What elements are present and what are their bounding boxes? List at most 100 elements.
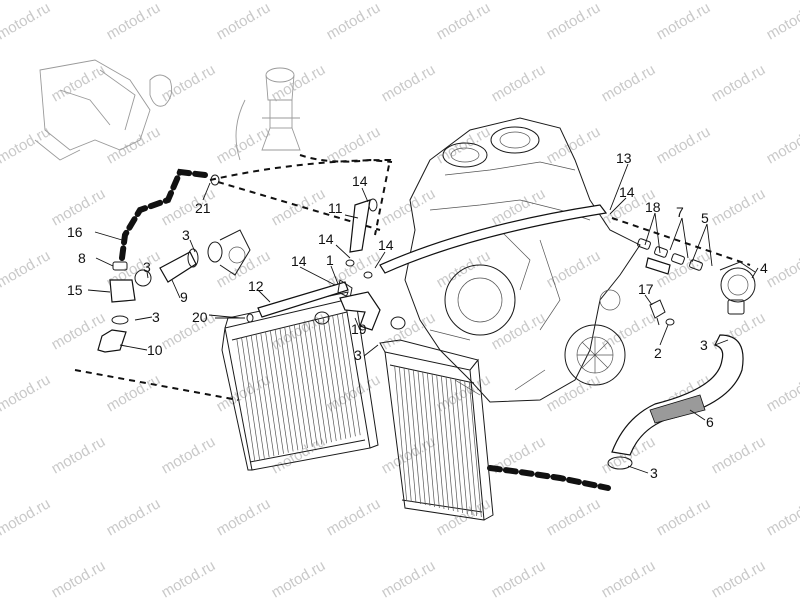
watermark-text: motod.ru xyxy=(434,371,494,415)
watermark-text: motod.ru xyxy=(49,61,109,105)
vent-hose xyxy=(299,154,393,163)
callout-3-small: 3 xyxy=(143,259,151,275)
callout-3-left: 3 xyxy=(152,309,160,325)
watermark-text: motod.ru xyxy=(214,495,274,539)
watermark-text: motod.ru xyxy=(324,371,384,415)
fin-line xyxy=(317,318,337,442)
fin-line xyxy=(279,328,299,451)
watermark-text: motod.ru xyxy=(104,0,164,43)
inlet-hose xyxy=(159,229,251,283)
pipe-oring xyxy=(246,313,254,323)
upper-left-hose xyxy=(119,168,208,261)
callout-10: 10 xyxy=(147,342,163,358)
fin-line xyxy=(332,315,351,438)
watermark-text: motod.ru xyxy=(764,495,800,539)
watermark-text: motod.ru xyxy=(0,247,53,291)
fin-line xyxy=(241,337,260,460)
callout-3-lower: 3 xyxy=(650,465,658,481)
watermark-text: motod.ru xyxy=(104,123,164,167)
watermark-text: motod.ru xyxy=(544,247,604,291)
watermark-text: motod.ru xyxy=(709,433,769,477)
watermark-text: motod.ru xyxy=(764,123,800,167)
watermark-text: motod.ru xyxy=(214,0,274,43)
watermark-text: motod.ru xyxy=(654,0,714,43)
watermark-text: motod.ru xyxy=(764,371,800,415)
left-radiator xyxy=(221,291,379,471)
engine-block xyxy=(404,117,641,403)
thermostat-link xyxy=(611,217,751,266)
bypass-pipe xyxy=(379,204,608,274)
watermark-text: motod.ru xyxy=(709,557,769,600)
watermark-text: motod.ru xyxy=(379,61,439,105)
fin-line xyxy=(284,327,304,450)
callout-14-top: 14 xyxy=(352,173,368,189)
watermark-text: motod.ru xyxy=(599,61,659,105)
vertical-pipe xyxy=(349,199,371,253)
lower-radiator-hose xyxy=(611,334,744,456)
watermark-text: motod.ru xyxy=(654,123,714,167)
callout-2: 2 xyxy=(654,345,662,361)
watermark-text: motod.ru xyxy=(764,247,800,291)
fin-line xyxy=(408,368,422,505)
radiator-return-hose xyxy=(74,369,239,401)
callout-9: 9 xyxy=(180,289,188,305)
fin-line xyxy=(454,378,468,515)
callout-20: 20 xyxy=(192,309,208,325)
fin-line xyxy=(327,316,347,439)
watermark-text: motod.ru xyxy=(49,433,109,477)
fin-line xyxy=(274,329,294,452)
watermark-text: motod.ru xyxy=(434,0,494,43)
fin-line xyxy=(293,324,313,447)
hose-clamp-lower xyxy=(607,456,633,470)
callout-18: 18 xyxy=(645,199,661,215)
leader-lines xyxy=(87,163,759,474)
fin-line xyxy=(255,334,275,457)
fin-line xyxy=(308,321,328,444)
callout-5: 5 xyxy=(701,210,709,226)
callout-13: 13 xyxy=(616,150,632,166)
watermark-text: motod.ru xyxy=(159,557,219,600)
elbow-hose xyxy=(339,291,381,331)
radiator-drain-hose xyxy=(487,465,611,491)
watermark-text: motod.ru xyxy=(159,309,219,353)
watermark-text: motod.ru xyxy=(379,557,439,600)
callout-14: 14 xyxy=(619,184,635,200)
radiator-fins xyxy=(394,365,482,518)
callout-17: 17 xyxy=(638,281,654,297)
expansion-tank xyxy=(235,67,301,161)
right-fittings xyxy=(637,238,703,275)
fin-line xyxy=(450,377,464,514)
watermark-text: motod.ru xyxy=(49,185,109,229)
watermark-text: motod.ru xyxy=(269,185,329,229)
watermark-text: motod.ru xyxy=(379,185,439,229)
watermark-text: motod.ru xyxy=(489,309,549,353)
fin-line xyxy=(426,372,440,509)
right-radiator xyxy=(379,339,494,521)
fin-line xyxy=(269,330,289,453)
fin-line xyxy=(394,365,408,502)
fin-line xyxy=(246,336,265,459)
watermark-text: motod.ru xyxy=(159,433,219,477)
watermark-text: motod.ru xyxy=(49,557,109,600)
fin-line xyxy=(337,314,356,437)
watermark-text: motod.ru xyxy=(214,247,274,291)
water-pump-pipe xyxy=(257,281,349,318)
callout-11: 11 xyxy=(328,200,343,216)
fin-line xyxy=(322,317,342,440)
watermark-text: motod.ru xyxy=(544,495,604,539)
fin-line xyxy=(459,379,473,516)
thermostat-housing xyxy=(719,261,756,315)
watermark-text: motod.ru xyxy=(544,123,604,167)
callout-1: 1 xyxy=(326,252,334,268)
callout-7: 7 xyxy=(676,204,684,220)
fin-line xyxy=(398,366,412,503)
watermark-text: motod.ru xyxy=(379,309,439,353)
fin-line xyxy=(440,375,454,512)
fin-line xyxy=(341,313,361,436)
clamp xyxy=(314,311,330,325)
watermark-text: motod.ru xyxy=(0,371,53,415)
watermark-text: motod.ru xyxy=(324,0,384,43)
watermark-text: motod.ru xyxy=(489,61,549,105)
fin-line xyxy=(422,371,436,508)
